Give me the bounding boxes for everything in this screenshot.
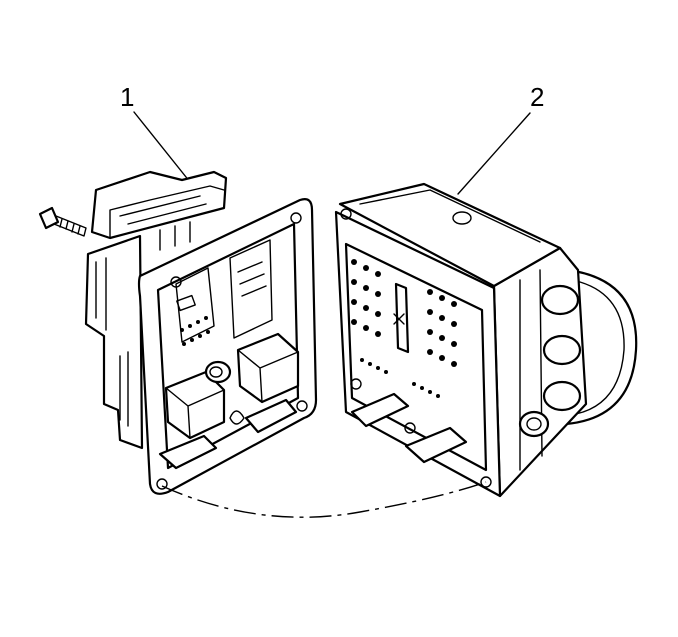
pin-row <box>180 316 210 346</box>
screw-hole-icon <box>170 276 182 288</box>
mounting-screw-icon <box>38 206 87 237</box>
pin-row <box>360 358 440 398</box>
alignment-dash-line <box>161 481 487 518</box>
screw-hole-icon <box>340 208 352 220</box>
callout-leader-1 <box>133 111 191 183</box>
screw-hole-icon <box>290 212 302 224</box>
hydraulic-modulator-part-2 <box>334 182 638 498</box>
callout-label-1: 1 <box>120 82 134 112</box>
control-module-part-1 <box>84 170 318 495</box>
callout-leader-2 <box>457 112 531 195</box>
screw-hole-icon <box>296 400 308 412</box>
screw-hole-icon <box>480 476 492 488</box>
screw-hole-icon <box>156 478 168 490</box>
callout-label-2: 2 <box>530 82 544 112</box>
valve-bore-grid <box>351 259 457 367</box>
